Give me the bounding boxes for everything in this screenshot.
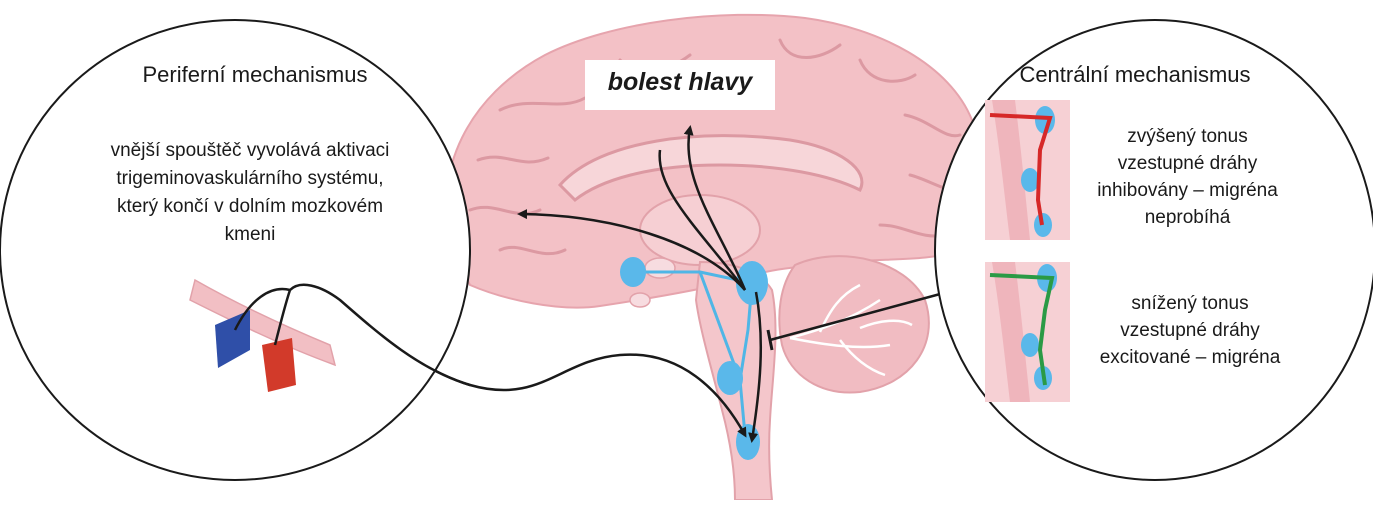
increased-line: neprobíhá: [1075, 204, 1300, 231]
peripheral-line: vnější spouštěč vyvolává aktivaci: [60, 137, 440, 165]
decreased-line: excitované – migréna: [1070, 344, 1310, 371]
hypothalamus: [645, 258, 675, 278]
central-title: Centrální mechanismus: [965, 62, 1305, 88]
peripheral-title: Periferní mechanismus: [95, 62, 415, 88]
headache-label: bolest hlavy: [585, 68, 775, 97]
peripheral-line: který končí v dolním mozkovém: [60, 193, 440, 221]
peripheral-circle: [0, 20, 470, 480]
nucleus-trigeminal: [736, 424, 760, 460]
decreased-line: vzestupné dráhy: [1070, 317, 1310, 344]
decreased-tone-text: snížený tonus vzestupné dráhy excitované…: [1070, 290, 1310, 371]
panel-increased-tone: [985, 100, 1070, 240]
increased-line: vzestupné dráhy: [1075, 150, 1300, 177]
increased-line: inhibovány – migréna: [1075, 177, 1300, 204]
pituitary: [630, 293, 650, 307]
increased-tone-text: zvýšený tonus vzestupné dráhy inhibovány…: [1075, 123, 1300, 231]
decreased-line: snížený tonus: [1070, 290, 1310, 317]
nucleus-hypothalamus: [620, 257, 646, 287]
peripheral-description: vnější spouštěč vyvolává aktivaci trigem…: [60, 137, 440, 249]
cerebellum: [779, 256, 929, 392]
vessel-red: [262, 338, 296, 392]
peripheral-line: trigeminovaskulárního systému,: [60, 165, 440, 193]
nucleus-pons: [717, 361, 743, 395]
increased-line: zvýšený tonus: [1075, 123, 1300, 150]
panel-decreased-tone: [985, 262, 1070, 402]
central-circle: [935, 20, 1373, 480]
peripheral-line: kmeni: [60, 221, 440, 249]
